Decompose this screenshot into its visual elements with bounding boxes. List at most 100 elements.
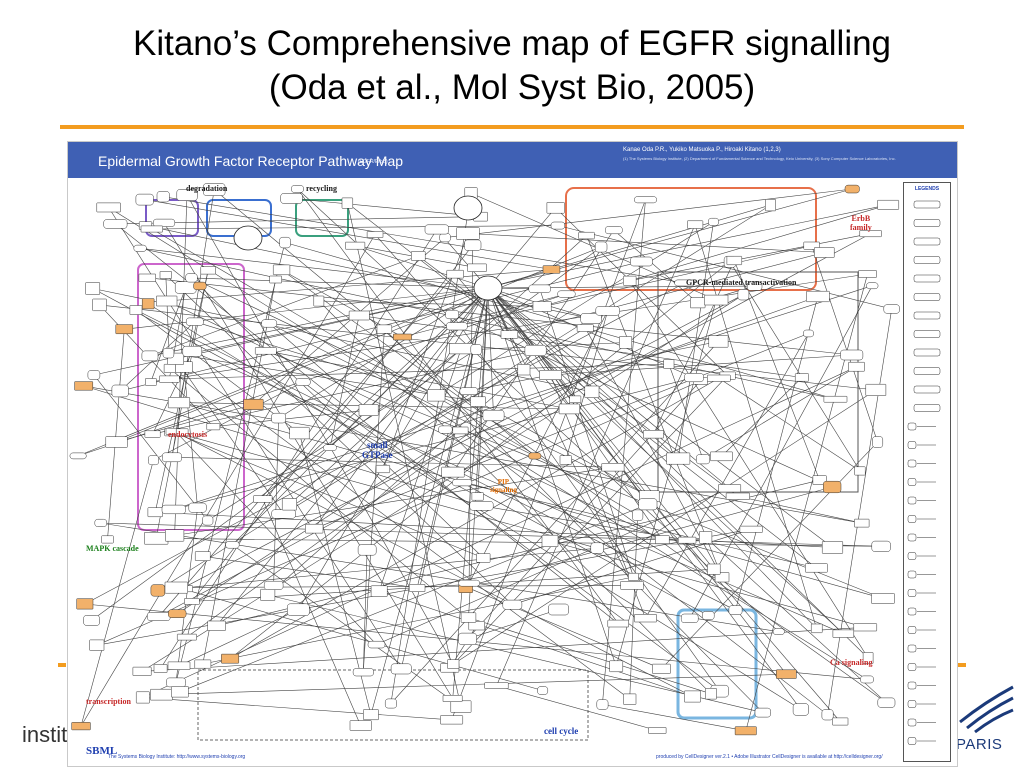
species-node bbox=[129, 305, 143, 315]
reaction-edge bbox=[390, 341, 719, 704]
species-node bbox=[281, 498, 297, 511]
species-node bbox=[704, 294, 729, 306]
reaction-edge bbox=[161, 673, 787, 695]
reaction-edge bbox=[487, 287, 617, 667]
reaction-edge bbox=[83, 385, 482, 507]
reaction-edge bbox=[299, 432, 372, 715]
reaction-edge bbox=[355, 245, 489, 289]
reaction-edge bbox=[142, 697, 452, 721]
species-node bbox=[607, 619, 629, 628]
species-node bbox=[165, 529, 185, 542]
species-node bbox=[854, 466, 866, 476]
reaction-edge bbox=[384, 328, 764, 713]
species-node bbox=[440, 715, 464, 725]
species-node bbox=[441, 466, 465, 478]
species-node bbox=[446, 269, 464, 279]
species-node bbox=[528, 284, 551, 293]
species-node bbox=[652, 663, 671, 674]
species-node bbox=[470, 344, 482, 355]
species-node bbox=[500, 330, 519, 339]
reaction-edge bbox=[151, 228, 638, 516]
species-node bbox=[141, 298, 155, 310]
reaction-edge bbox=[265, 350, 570, 410]
species-node bbox=[323, 444, 337, 451]
reaction-edge bbox=[229, 261, 731, 659]
species-node bbox=[823, 480, 842, 494]
species-node bbox=[438, 425, 453, 434]
species-node bbox=[184, 598, 200, 605]
species-node bbox=[548, 603, 569, 616]
reaction-edge bbox=[291, 198, 481, 217]
species-node bbox=[185, 317, 204, 326]
species-node bbox=[345, 241, 366, 250]
reaction-edge bbox=[302, 381, 720, 692]
species-node bbox=[69, 452, 87, 460]
label-ca-signaling: Ca signaling bbox=[830, 658, 873, 667]
reaction-edge bbox=[149, 255, 419, 357]
reaction-edge bbox=[156, 538, 882, 547]
species-node bbox=[202, 515, 214, 526]
reaction-edge bbox=[281, 269, 887, 703]
species-node bbox=[844, 184, 860, 194]
species-node bbox=[132, 666, 152, 676]
species-node bbox=[707, 374, 731, 382]
species-node bbox=[576, 324, 594, 332]
reaction-edge bbox=[467, 380, 701, 640]
reaction-edge bbox=[93, 287, 489, 376]
species-node bbox=[680, 613, 699, 623]
map-header-subtitle: (EGFR/ErbB) bbox=[358, 159, 388, 165]
species-node bbox=[623, 693, 637, 705]
reaction-edge bbox=[173, 377, 695, 510]
reaction-edge bbox=[460, 430, 828, 715]
species-node bbox=[810, 623, 823, 634]
species-node bbox=[458, 632, 477, 645]
label-pip-signaling: PIP signaling bbox=[490, 478, 517, 494]
species-node bbox=[156, 191, 170, 203]
reaction-edge bbox=[468, 341, 719, 392]
species-node bbox=[871, 593, 895, 604]
legend-symbol bbox=[913, 237, 941, 246]
reaction-edge bbox=[175, 242, 286, 683]
reaction-edge bbox=[468, 310, 608, 584]
species-node bbox=[140, 225, 163, 233]
species-node bbox=[803, 329, 814, 338]
reaction-edge bbox=[151, 225, 558, 230]
species-node bbox=[144, 532, 169, 545]
species-node bbox=[225, 541, 240, 549]
species-node bbox=[349, 720, 372, 731]
reaction-edge bbox=[378, 348, 462, 592]
legend-symbol bbox=[907, 737, 917, 745]
legend-symbol bbox=[907, 478, 917, 486]
label-recycling: recycling bbox=[306, 184, 337, 193]
legend-symbol bbox=[907, 626, 917, 634]
reaction-edge bbox=[468, 287, 489, 618]
species-node bbox=[188, 502, 207, 513]
reaction-edge bbox=[176, 432, 693, 697]
species-node bbox=[459, 387, 479, 395]
species-node bbox=[408, 584, 426, 592]
legend-symbol bbox=[907, 496, 917, 505]
species-node bbox=[167, 397, 191, 409]
species-node bbox=[532, 301, 552, 312]
legend-symbol bbox=[913, 311, 941, 320]
reaction-edge bbox=[462, 482, 817, 569]
map-header-authors: Kanae Oda P.R., Yukiko Matsuoka P., Hiro… bbox=[623, 147, 781, 153]
reaction-edge bbox=[278, 287, 489, 419]
reaction-edge bbox=[615, 299, 717, 667]
species-node bbox=[638, 498, 658, 511]
reaction-edge bbox=[487, 207, 556, 289]
species-node bbox=[163, 363, 176, 373]
species-node bbox=[411, 251, 426, 261]
reaction-edge bbox=[168, 352, 479, 402]
pathway-network bbox=[69, 183, 900, 741]
reaction-edge bbox=[99, 304, 876, 391]
reaction-edge bbox=[718, 377, 861, 472]
species-node bbox=[794, 373, 809, 382]
reaction-edge bbox=[214, 189, 535, 457]
map-header-affiliations: (1) The Systems Biology Institute, (2) D… bbox=[623, 156, 896, 161]
species-node bbox=[643, 430, 664, 439]
reaction-edge bbox=[661, 441, 878, 670]
legend-symbols bbox=[907, 200, 941, 745]
species-node bbox=[171, 686, 189, 698]
reaction-edge bbox=[487, 287, 869, 659]
